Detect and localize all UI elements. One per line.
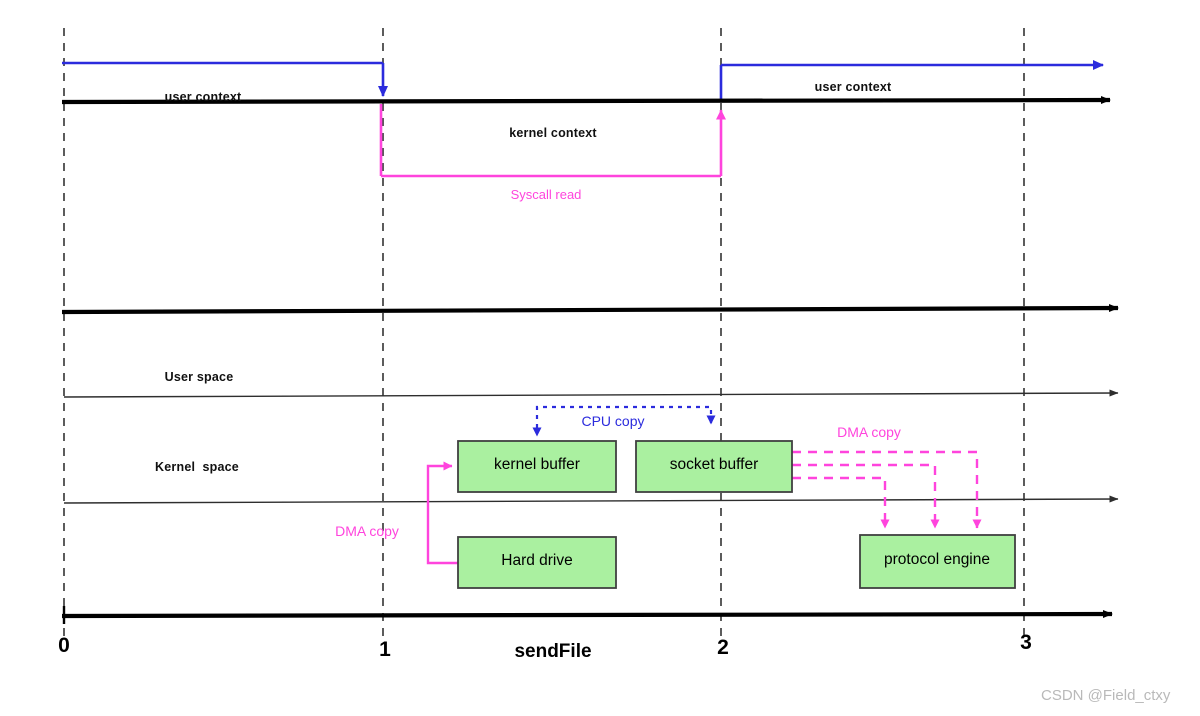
user-space-label: User space bbox=[164, 370, 234, 384]
dma-lane-outer bbox=[792, 450, 982, 529]
socket-buffer-box[interactable] bbox=[635, 440, 793, 493]
syscall-read-label: Syscall read bbox=[510, 187, 582, 202]
dma-lane-middle bbox=[792, 463, 940, 529]
space-axis bbox=[61, 304, 1119, 315]
user-context-trace bbox=[62, 60, 1104, 102]
user-context-label-left: user context bbox=[164, 90, 242, 104]
user-context-label-right: user context bbox=[814, 80, 892, 94]
user-space-line bbox=[63, 389, 1119, 398]
kernel-buffer-box[interactable] bbox=[457, 440, 617, 493]
hard-drive-box[interactable] bbox=[457, 536, 617, 589]
kernel-space-label: Kernel space bbox=[155, 460, 239, 474]
kernel-space-line bbox=[63, 495, 1119, 504]
tick-guidelines bbox=[63, 28, 1025, 640]
time-axis bbox=[61, 610, 1113, 619]
dma-lane-inner bbox=[792, 476, 890, 529]
tick-label-2: 2 bbox=[717, 636, 729, 659]
tick-label-3: 3 bbox=[1020, 631, 1032, 654]
cpu-copy-label: CPU copy bbox=[581, 413, 645, 429]
tick-label-1: 1 bbox=[379, 638, 391, 661]
context-axis bbox=[61, 96, 1111, 105]
watermark: CSDN @Field_ctxy bbox=[1041, 687, 1171, 704]
protocol-engine-box[interactable] bbox=[859, 534, 1016, 589]
hard-drive-label: Hard drive bbox=[501, 552, 573, 569]
dma-copy-disk-line bbox=[426, 461, 458, 565]
kernel-context-label: kernel context bbox=[509, 126, 597, 140]
dma-copy-left-label: DMA copy bbox=[335, 523, 399, 539]
dma-copy-right-label: DMA copy bbox=[837, 424, 901, 440]
buffer-boxes bbox=[457, 440, 1016, 589]
cpu-copy-path bbox=[532, 405, 716, 437]
kernel-buffer-label: kernel buffer bbox=[494, 456, 580, 473]
protocol-engine-label: protocol engine bbox=[884, 551, 990, 568]
axis-title-sendfile: sendFile bbox=[514, 641, 592, 662]
dma-copy-protocol-paths bbox=[792, 450, 982, 529]
socket-buffer-label: socket buffer bbox=[669, 456, 759, 473]
cpu-copy-line bbox=[535, 405, 716, 428]
syscall-read-bracket bbox=[379, 104, 726, 178]
tick-label-0: 0 bbox=[58, 634, 70, 657]
dma-copy-disk-path bbox=[426, 461, 458, 565]
